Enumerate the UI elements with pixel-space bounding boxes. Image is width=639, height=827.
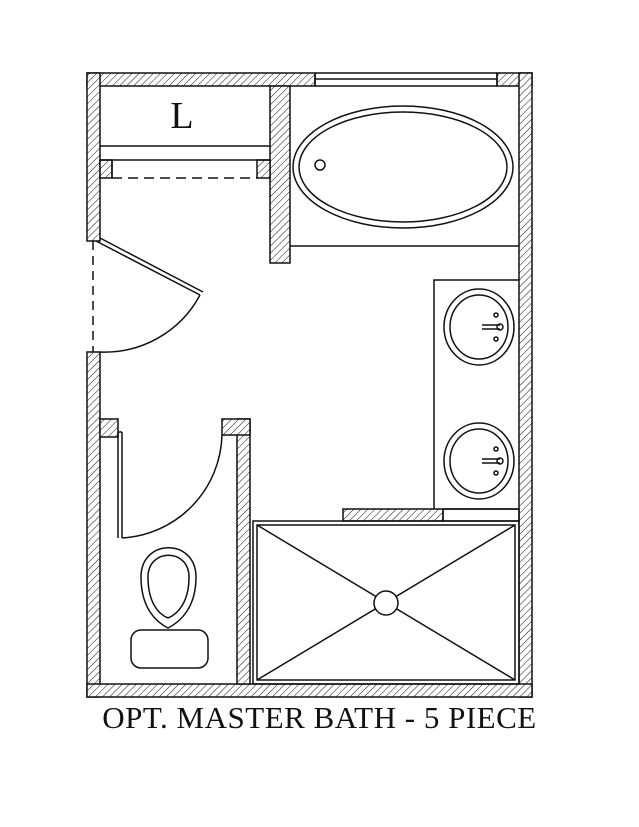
wall-shower-ledge: [342, 508, 444, 522]
wall-left-upper: [86, 72, 101, 242]
window-top: [314, 72, 498, 87]
tub-area: [290, 105, 519, 247]
wall-left-lower: [86, 351, 101, 698]
shower-drain-icon: [373, 590, 399, 616]
plan-caption: OPT. MASTER BATH - 5 PIECE: [102, 700, 537, 735]
toilet: [130, 547, 209, 669]
wall-stub-left: [99, 159, 113, 179]
entry-door: [92, 237, 204, 353]
wall-tub-partition: [269, 85, 291, 264]
wall-toilet-right: [236, 418, 251, 685]
toilet-door: [117, 431, 223, 539]
shower: [252, 520, 520, 685]
wall-closet-stub: [256, 159, 271, 179]
sink-upper: [443, 288, 515, 366]
tub-drain-icon: [314, 159, 326, 171]
oval-tub: [292, 105, 514, 229]
vanity: [433, 279, 520, 522]
wall-toilet-cap: [221, 418, 251, 436]
wall-bottom: [86, 683, 533, 698]
sink-lower: [443, 422, 515, 500]
wall-right: [518, 72, 533, 698]
linen-closet-label: L: [170, 95, 193, 137]
wall-toilet-stub-left: [99, 418, 119, 438]
linen-closet: [100, 145, 270, 179]
wall-top-left: [86, 72, 316, 87]
